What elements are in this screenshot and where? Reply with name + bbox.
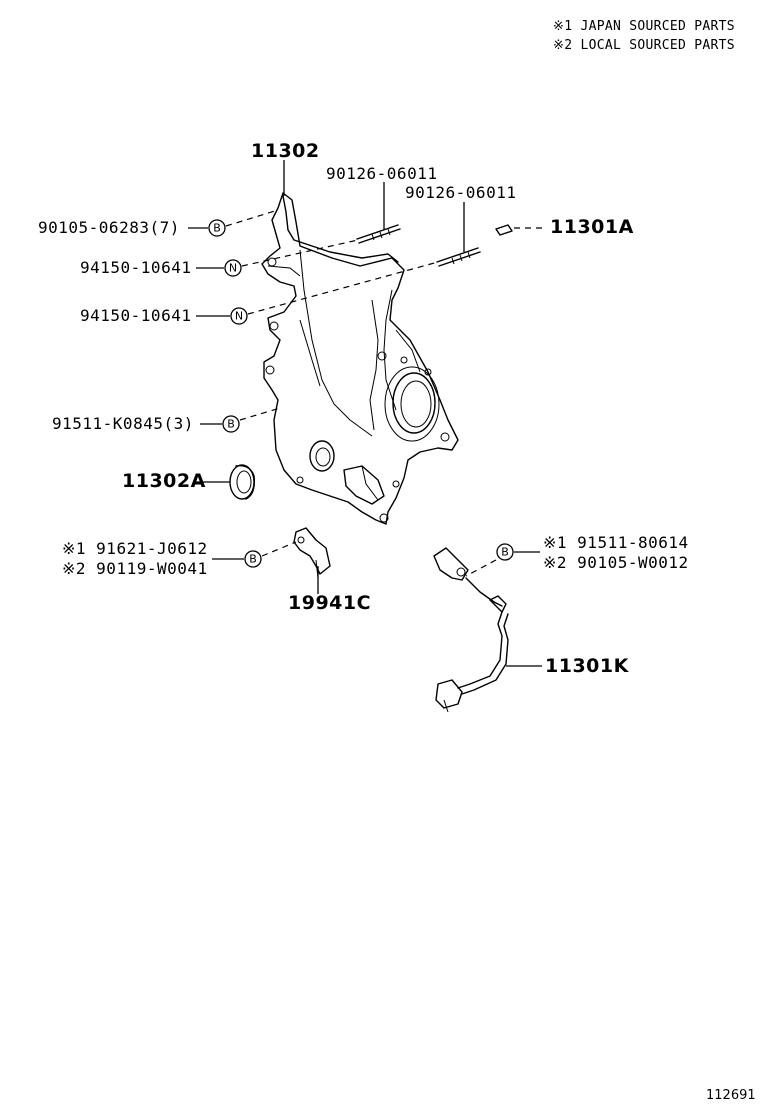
- bolt-marker-icon: [222, 415, 240, 433]
- part-label-bracket-bolt-1: ※1 91621-J0612: [62, 539, 208, 558]
- nut-marker-letter: N: [235, 310, 243, 323]
- bolt-marker-icon: [208, 219, 226, 237]
- part-label-oil-seal: 11302A: [122, 470, 206, 492]
- part-label-nut-2: 94150-10641: [80, 306, 192, 325]
- part-label-bracket-bolt-2: ※2 90119-W0041: [62, 559, 208, 578]
- nut-marker-icon: [224, 259, 242, 277]
- legend-local-sourced: ※2 LOCAL SOURCED PARTS: [553, 38, 735, 53]
- part-label-sensor-bolt-1: ※1 91511-80614: [543, 533, 689, 552]
- bolt-marker-letter: B: [501, 546, 509, 559]
- part-label-bracket: 19941C: [288, 592, 372, 614]
- bolt-marker-letter: B: [249, 553, 257, 566]
- nut-marker-icon: [230, 307, 248, 325]
- part-label-stud-2: 90126-06011: [405, 183, 517, 202]
- part-label-cover: 11302: [251, 140, 320, 162]
- bolt-marker-icon: [244, 550, 262, 568]
- stud-bolts-drawing: [356, 224, 481, 267]
- oil-seal-drawing: [229, 464, 256, 500]
- bolt-marker-icon: [496, 543, 514, 561]
- bolt-marker-letter: B: [213, 222, 221, 235]
- timing-chain-cover-drawing: [261, 192, 459, 525]
- part-label-sensor: 11301K: [545, 655, 629, 677]
- leader-lines: [188, 160, 546, 667]
- part-label-bolt-91511: 91511-K0845(3): [52, 414, 194, 433]
- crank-sensor-drawing: [433, 547, 509, 713]
- part-label-stud-1: 90126-06011: [326, 164, 438, 183]
- legend-japan-sourced: ※1 JAPAN SOURCED PARTS: [553, 19, 735, 34]
- bracket-drawing: [293, 527, 331, 579]
- diagram-number: 112691: [706, 1088, 756, 1103]
- part-label-sensor-bolt-2: ※2 90105-W0012: [543, 553, 689, 572]
- nut-marker-letter: N: [229, 262, 237, 275]
- part-label-plug: 11301A: [550, 216, 634, 238]
- part-label-nut-1: 94150-10641: [80, 258, 192, 277]
- bolt-marker-letter: B: [227, 418, 235, 431]
- marker-circles: B N N B B B: [208, 219, 514, 568]
- plug-drawing: [495, 224, 513, 236]
- part-label-bolt-90105: 90105-06283(7): [38, 218, 180, 237]
